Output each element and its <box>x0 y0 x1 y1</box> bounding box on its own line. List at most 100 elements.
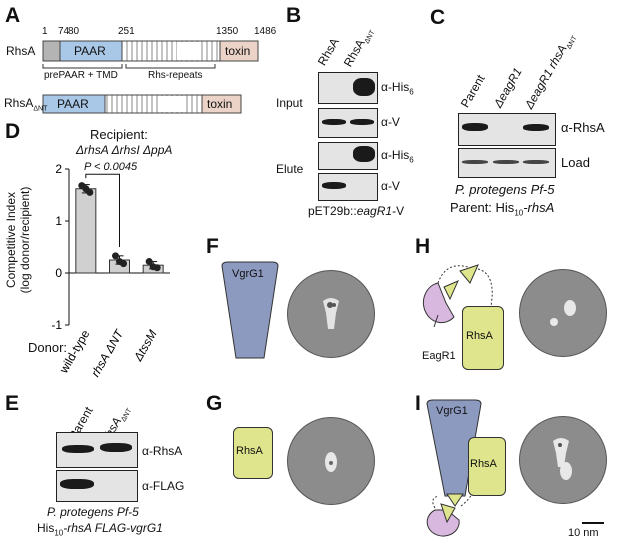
toxin-label: toxin <box>225 44 251 58</box>
b-v-label-2: α-V <box>381 179 400 193</box>
i-rhsa-box <box>468 437 506 496</box>
h-eagr1-label: EagR1 <box>422 350 456 362</box>
g-rhsa-box <box>233 427 273 479</box>
vgrg1-rhsa-complex-cartoon <box>426 399 482 537</box>
e-band <box>62 445 94 453</box>
e-footer2-pre: His <box>37 521 55 535</box>
data-point <box>86 188 94 196</box>
i-particle <box>553 438 572 480</box>
data-point <box>145 258 153 266</box>
pos-251: 251 <box>118 26 135 37</box>
vgrg1-cartoon <box>221 261 279 359</box>
c-footer1: P. protegens Pf-5 <box>455 182 555 197</box>
pos-1350: 1350 <box>216 26 239 37</box>
c-col3-main: ΔeagR1 rhsA <box>521 42 570 112</box>
panel-label-a: A <box>5 4 21 27</box>
e-footer2-gene: vgrG1 <box>130 521 163 535</box>
rhsa-nt-main: RhsA <box>4 96 34 110</box>
b-his-sub: 6 <box>409 87 414 97</box>
panel-label-g: G <box>206 392 223 415</box>
g-em-class-average <box>287 417 375 505</box>
d-donor-label: Donor: <box>28 340 68 355</box>
panel-label-b: B <box>286 4 302 27</box>
d-title: Recipient: <box>90 127 148 142</box>
e-footer1: P. protegens Pf-5 <box>47 505 139 519</box>
e-footer2-mid: -rhsA FLAG- <box>63 521 131 535</box>
panel-label-d: D <box>5 120 21 143</box>
b-his-sub: 6 <box>409 155 414 165</box>
x-tick-label: rhsA ΔNT <box>88 326 127 379</box>
data-point <box>120 260 127 268</box>
b-footer-post: -V <box>392 204 405 218</box>
c-col1-label: Parent <box>457 72 488 110</box>
b-footer: pET29b::eagR1-V <box>308 204 404 218</box>
y-tick-label: 2 <box>55 162 62 176</box>
b-blot-input-v <box>318 108 378 138</box>
e-rhsa-label: α-RhsA <box>142 444 183 458</box>
data-point <box>112 252 119 260</box>
b-his-label-2: α-His6 <box>381 148 414 164</box>
b-band <box>322 119 346 125</box>
x-tick-label: wild-type <box>56 327 92 376</box>
h-particle <box>550 300 576 326</box>
y-tick-label: 0 <box>55 266 62 280</box>
h-rhsa-box <box>462 306 504 370</box>
e-band <box>100 443 132 452</box>
b-band <box>350 119 374 125</box>
x-tick-label: ΔtssM <box>130 328 159 365</box>
c-band <box>523 124 549 131</box>
y-tick-label: 1 <box>55 214 62 228</box>
i-em-class-average <box>519 416 607 504</box>
scale-bar <box>582 522 604 524</box>
i-rhsa-label: RhsA <box>470 458 497 470</box>
b-v-label-1: α-V <box>381 115 400 129</box>
b-col2-label: RhsAΔNT <box>341 25 377 71</box>
pos-1: 1 <box>42 26 48 37</box>
panel-label-c: C <box>430 6 446 29</box>
c-band <box>462 160 488 164</box>
c-col2-label: ΔeagR1 <box>490 65 525 110</box>
pos-1486: 1486 <box>254 26 277 37</box>
b-footer-gene: eagR1 <box>356 204 393 218</box>
e-band <box>60 479 94 489</box>
h-rhsa-label: RhsA <box>466 330 493 342</box>
c-load-label: Load <box>561 155 590 170</box>
rhsa-domain-diagram <box>42 40 259 114</box>
panel-label-e: E <box>5 392 20 415</box>
data-point <box>153 264 161 272</box>
c-footer2: Parent: His10-rhsA <box>450 200 554 218</box>
b-his-text: α-His <box>381 148 410 162</box>
c-footer2-sub: 10 <box>514 208 524 218</box>
h-em-class-average <box>519 269 607 357</box>
b-footer-pre: pET29b:: <box>308 204 357 218</box>
g-particle <box>325 452 337 472</box>
rhsa-label: RhsA <box>6 44 36 58</box>
b-band <box>353 78 375 96</box>
bar <box>75 188 97 274</box>
e-footer2-sub: 10 <box>54 528 64 538</box>
f-particle <box>323 298 339 329</box>
paar-label: PAAR <box>74 44 106 58</box>
c-rhsa-label: α-RhsA <box>561 120 605 135</box>
panel-label-h: H <box>415 235 431 258</box>
f-em-class-average <box>287 270 375 358</box>
b-col1-label: RhsA <box>314 35 342 68</box>
c-footer2-post: -rhsA <box>523 200 555 215</box>
paar-nt-label: PAAR <box>57 97 89 111</box>
eagr1-rhsa-cartoon <box>423 264 495 328</box>
significance-bracket <box>85 173 120 247</box>
b-band <box>353 146 375 162</box>
e-footer2: His10-rhsA FLAG-vgrG1 <box>37 521 163 537</box>
rhsa-nt-sub: ΔNT <box>33 105 48 113</box>
i-vgrg-label: VgrG1 <box>436 405 468 417</box>
c-band <box>493 160 519 164</box>
panel-label-i: I <box>415 392 421 415</box>
pos-80: 80 <box>68 26 80 37</box>
e-flag-label: α-FLAG <box>142 479 185 493</box>
e-col2-sub: ΔNT <box>120 407 134 424</box>
b-elute-label: Elute <box>276 162 304 176</box>
b-band <box>322 182 346 189</box>
pos-74: 74 <box>58 26 70 37</box>
repeats-label: Rhs-repeats <box>148 70 203 81</box>
